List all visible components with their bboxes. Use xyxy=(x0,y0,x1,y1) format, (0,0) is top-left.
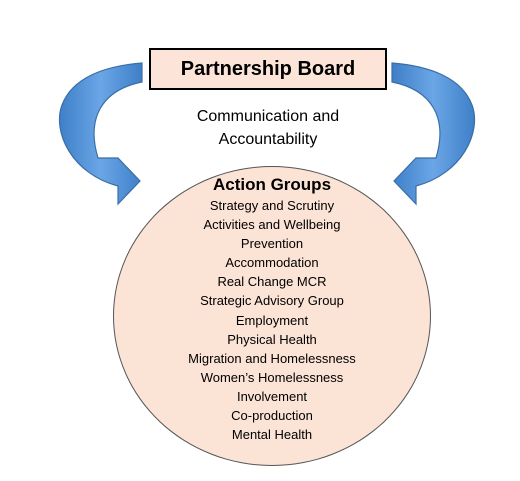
action-groups-title: Action Groups xyxy=(212,175,332,194)
action-group-item: Real Change MCR xyxy=(217,274,327,290)
action-group-item: Activities and Wellbeing xyxy=(203,217,341,233)
action-group-item: Women’s Homelessness xyxy=(200,369,344,385)
action-group-item: Prevention xyxy=(240,236,304,252)
action-groups-list: Strategy and Scrutiny Activities and Wel… xyxy=(113,196,431,444)
action-groups-ellipse xyxy=(113,166,431,466)
action-group-item: Accommodation xyxy=(225,255,319,271)
communication-accountability-label: Communication and Accountability xyxy=(150,105,386,151)
action-group-item: Physical Health xyxy=(227,331,317,347)
communication-line: Communication and xyxy=(196,108,340,125)
action-group-item: Migration and Homelessness xyxy=(188,350,356,366)
action-group-item: Employment xyxy=(235,312,309,328)
right-curved-arrow-icon xyxy=(391,62,476,206)
action-group-item: Strategic Advisory Group xyxy=(200,293,344,309)
action-group-item: Co-production xyxy=(231,408,313,424)
accountability-line: Accountability xyxy=(218,131,318,148)
partnership-board-box: Partnership Board xyxy=(149,48,387,90)
action-group-item: Involvement xyxy=(236,388,308,404)
left-curved-arrow-icon xyxy=(58,62,143,206)
action-group-item: Mental Health xyxy=(231,427,313,443)
action-groups-content: Action Groups Strategy and Scrutiny Acti… xyxy=(113,174,431,444)
partnership-board-title: Partnership Board xyxy=(180,57,356,80)
action-group-item: Strategy and Scrutiny xyxy=(209,198,335,213)
